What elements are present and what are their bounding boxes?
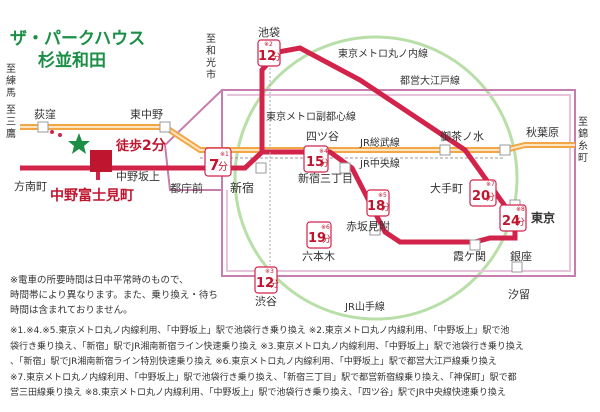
svg-text:分: 分 (516, 217, 525, 228)
svg-text:※1: ※1 (220, 151, 229, 158)
jr-chuo-line-core (20, 126, 575, 151)
station-hokuyocho: 方南町 (14, 179, 47, 193)
station-shinjukusanchome: 新宿三丁目 (298, 171, 353, 185)
station-ginza: 銀座 (510, 249, 532, 263)
route-map: ザ・パークハウス 杉並和田 徒歩 2分 至 練 馬 至 三 鷹 至 和 光 市 … (6, 25, 588, 321)
svg-text:12: 12 (258, 49, 276, 64)
svg-text:糸: 糸 (578, 140, 588, 152)
time-tokyo: ※8 24 分 (502, 206, 525, 229)
direction-wakoshi: 至 和 光 市 (206, 33, 216, 81)
svg-text:19: 19 (308, 231, 326, 246)
svg-text:分: 分 (381, 202, 390, 213)
svg-text:至: 至 (6, 63, 16, 75)
svg-text:分: 分 (272, 52, 281, 63)
station-ogikubo: 荻窪 (34, 107, 56, 121)
walk-dot (50, 130, 54, 134)
line-oedo-label: 都営大江戸線 (400, 74, 460, 87)
station-roppongi: 六本木 (302, 249, 335, 263)
station-kasumigaseki: 霞ケ関 (453, 250, 486, 263)
time-yotsuya: ※4 15 分 (306, 148, 329, 170)
station-yotsuya: 四ツ谷 (306, 130, 339, 143)
time-roppongi: ※6 19 分 (308, 224, 331, 246)
svg-text:※3: ※3 (265, 268, 274, 275)
svg-text:錦: 錦 (578, 127, 588, 140)
svg-text:※8: ※8 (516, 206, 525, 213)
svg-text:18: 18 (367, 199, 385, 214)
svg-text:町: 町 (578, 153, 588, 164)
route-notes: ※1.※4.※5.東京メトロ丸ノ内線利用、「中野坂上」駅で池袋行き乗り換え ※2… (10, 326, 524, 398)
line-chuo-label: JR中央線 (359, 157, 400, 170)
svg-text:15: 15 (306, 155, 324, 170)
svg-text:※5: ※5 (378, 192, 387, 199)
timing-note: ※電車の所要時間は日中平常時のもので、 時間帯により異なります。また、乗り換え・… (10, 275, 218, 316)
station-tochomae: 都庁前 (170, 181, 203, 195)
station-tokyo: 東京 (531, 210, 555, 225)
svg-text:至: 至 (206, 33, 216, 45)
station-ikebukuro: 池袋 (258, 25, 280, 39)
star-icon (68, 133, 90, 154)
station-akasakamitsuke: 赤坂見附 (346, 219, 390, 233)
svg-text:和: 和 (206, 45, 216, 57)
property-name-line1: ザ・パークハウス (10, 29, 145, 48)
direction-kinshicho: 至 錦 糸 町 (578, 116, 588, 164)
svg-text:市: 市 (206, 68, 216, 81)
svg-text:至: 至 (6, 104, 16, 116)
svg-text:鷹: 鷹 (6, 127, 16, 140)
svg-text:※4: ※4 (319, 148, 328, 155)
property-square (90, 150, 112, 172)
svg-text:20: 20 (472, 189, 490, 204)
svg-text:馬: 馬 (6, 87, 16, 99)
station-shinjuku: 新宿 (230, 180, 254, 195)
station-akihabara: 秋葉原 (526, 125, 559, 139)
time-shinjuku: ※1 7 分 (209, 151, 229, 174)
property-marker (43, 127, 112, 172)
walk-dot (58, 133, 62, 137)
walk-label: 徒歩 (115, 138, 142, 154)
svg-text:12: 12 (256, 276, 274, 291)
time-boxes (204, 39, 527, 294)
svg-text:分: 分 (218, 161, 228, 173)
jr-chuo-line (20, 124, 575, 153)
svg-text:※2: ※2 (264, 41, 273, 48)
svg-text:光: 光 (206, 56, 216, 69)
station-higashinakano: 東中野 (130, 108, 163, 121)
station-nakanosakaue: 中野坂上 (116, 170, 160, 183)
property-name-line2: 杉並和田 (38, 50, 106, 70)
station-otemachi: 大手町 (430, 181, 463, 195)
time-akasakamitsuke: ※5 18 分 (367, 192, 390, 214)
svg-text:※7: ※7 (486, 181, 495, 188)
svg-text:24: 24 (502, 214, 520, 229)
station-shibuya: 渋谷 (255, 295, 277, 308)
svg-text:分: 分 (320, 158, 329, 169)
time-shibuya: ※3 12 分 (256, 268, 279, 291)
svg-text:至: 至 (578, 116, 588, 128)
oedo-line-inner (226, 94, 571, 272)
svg-text:練: 練 (6, 74, 16, 87)
line-marunouchi-label: 東京メトロ丸ノ内線 (338, 47, 428, 60)
jr-yamanote-circle (233, 35, 519, 321)
svg-text:7: 7 (209, 156, 219, 174)
svg-text:分: 分 (322, 234, 331, 245)
direction-nerima: 至 練 馬 (6, 63, 16, 99)
svg-text:分: 分 (270, 279, 279, 290)
walk-minutes: 2分 (142, 138, 166, 154)
station-nakanofujimicho: 中野富士見町 (50, 187, 134, 204)
line-yamanote-label: JR山手線 (344, 300, 385, 313)
time-ikebukuro: ※2 12 分 (258, 41, 281, 64)
time-otemachi: ※7 20 分 (472, 181, 495, 204)
station-shiodome: 汐留 (508, 287, 530, 301)
svg-text:※6: ※6 (321, 224, 330, 231)
direction-mitaka: 至 三 鷹 (6, 104, 16, 140)
svg-text:三: 三 (6, 117, 16, 128)
line-fukutoshin-label: 東京メトロ副都心線 (266, 110, 356, 123)
station-ochanomizu: 御茶ノ水 (440, 129, 484, 143)
svg-text:分: 分 (486, 192, 495, 203)
line-sobu-label: JR総武線 (359, 136, 400, 149)
